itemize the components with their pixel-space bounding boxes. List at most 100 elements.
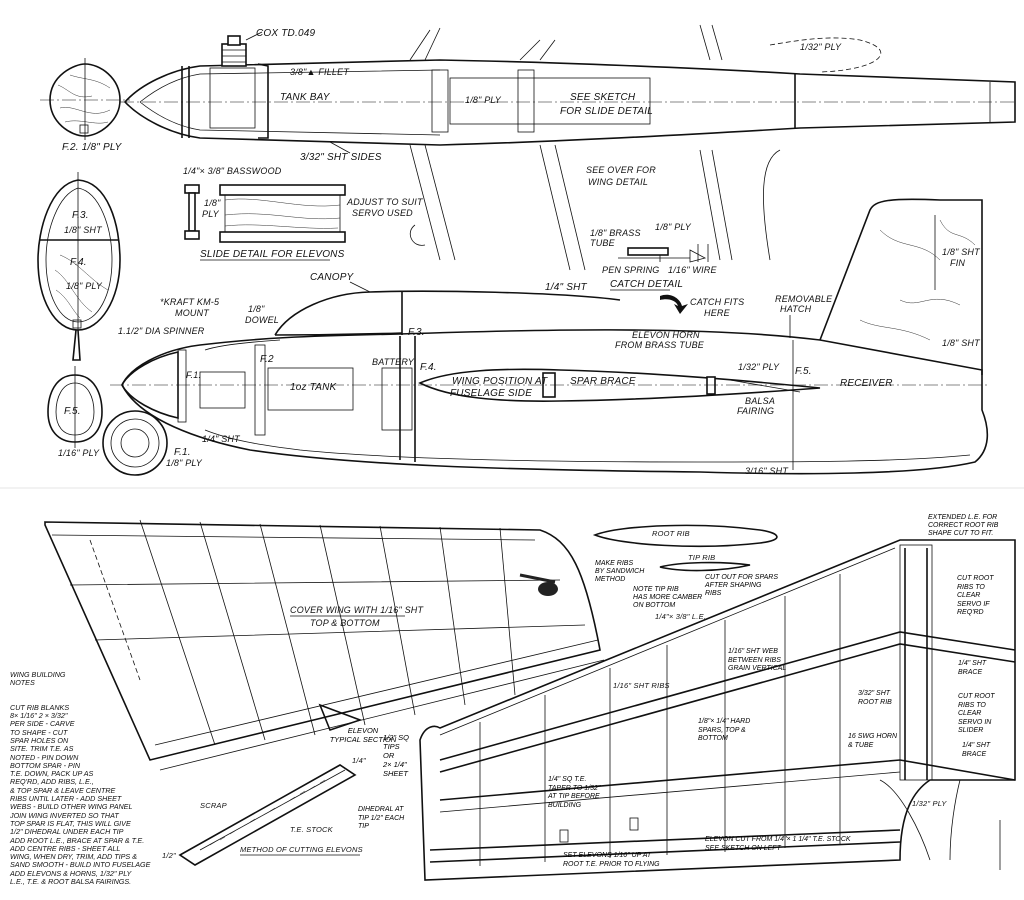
slide-detail-title: SLIDE DETAIL FOR ELEVONS (200, 249, 345, 260)
f4-label: F.4. (70, 257, 87, 268)
f4-ply: 1/8" PLY (66, 281, 103, 291)
f3-inside: F.3. (408, 327, 425, 338)
catch-ply: 1/8" PLY (655, 222, 692, 232)
hard-spars-label: 1/8"× 1/4" HARD SPARS, TOP & BOTTOM (698, 718, 751, 742)
fillet-label: 3/8"▲ FILLET (290, 67, 350, 77)
catch-fits-a: CATCH FITS (690, 297, 744, 307)
cover-wing-b: TOP & BOTTOM (310, 618, 380, 628)
ply-label-top: 1/32" PLY (800, 42, 842, 52)
see-sketch-label: SEE SKETCH (570, 92, 636, 103)
catch-detail-title: CATCH DETAIL (610, 279, 683, 290)
sht-sides-label: 3/32" SHT SIDES (300, 152, 382, 163)
sht-14-top: 1/4" SHT (545, 282, 588, 293)
catch-detail: 1/8" BRASS TUBE 1/8" PLY PEN SPRING 1/16… (590, 222, 744, 318)
te-sq-label: 1/4" SQ T.E. TAPER TO 1/32" AT TIP BEFOR… (548, 776, 601, 809)
f4-inside: F.4. (420, 362, 437, 373)
basswood-label: 1/4"× 3/8" BASSWOOD (183, 166, 282, 176)
f5-label: F.5. (64, 406, 81, 417)
balsa-a: BALSA (745, 396, 775, 406)
dowel-a: 1/8" (248, 304, 265, 314)
slide-detail: 1/4"× 3/8" BASSWOOD 1/8" PLY ADJUST TO S… (183, 165, 656, 261)
adjust-a: ADJUST TO SUIT (346, 197, 424, 207)
former-f5: F.5. 1/16" PLY (47, 366, 103, 458)
notes-heading: WING BUILDING NOTES (10, 669, 66, 687)
rib-profiles: ROOT RIB TIP RIB MAKE RIBS BY SANDWICH M… (592, 524, 778, 621)
notes-block: WING BUILDING NOTES CUT RIB BLANKS 8× 1/… (10, 654, 185, 900)
former-f2: F.2. 1/8" PLY (40, 58, 130, 153)
horn-tube-label: 16 SWG HORN & TUBE (848, 733, 898, 749)
make-ribs-label: MAKE RIBS BY SANDWICH METHOD (595, 560, 645, 583)
ply-132-root-label: 1/32" PLY (912, 799, 947, 808)
half-in-label: 1/2" (162, 851, 176, 860)
battery-label: BATTERY (372, 357, 415, 367)
dowel-b: DOWEL (245, 315, 279, 325)
tank-bay-label: TANK BAY (280, 92, 331, 103)
extended-le-label: EXTENDED L.E. FOR CORRECT ROOT RIB SHAPE… (928, 514, 999, 537)
elevon-method: ELEVON TYPICAL SECTION 1/2" SQ TIPS OR 2… (162, 703, 410, 866)
wing-right-panel: EXTENDED L.E. FOR CORRECT ROOT RIB SHAPE… (358, 514, 1016, 881)
slide-ply-a: 1/8" (204, 198, 221, 208)
root-rib-label: ROOT RIB (652, 529, 690, 538)
spinner-label: 1.1/2" DIA SPINNER (118, 326, 205, 336)
f3-label: F.3. (72, 210, 89, 221)
fuselage-side-view: CANOPY 1/4" SHT *KRAFT KM-5 MOUNT 1/8" D… (110, 198, 990, 476)
removable-b: HATCH (780, 304, 812, 314)
dihedral-label: DIHEDRAL AT TIP 1/2" EACH TIP (358, 806, 405, 830)
pen-spring: PEN SPRING (602, 265, 660, 275)
sht-18-right: 1/8" SHT (942, 338, 981, 348)
f1-ply: 1/8" PLY (166, 458, 203, 468)
wire-label: 1/16" WIRE (668, 265, 718, 275)
catch-fits-b: HERE (704, 308, 731, 318)
wing-pos-a: WING POSITION AT (452, 376, 548, 387)
sht-14-bot: 1/4" SHT (202, 434, 241, 444)
cut-out-label: CUT OUT FOR SPARS AFTER SHAPING RIBS (705, 574, 778, 597)
f5-ply: 1/16" PLY (58, 448, 100, 458)
wing-building-notes: WING BUILDING NOTES CUT RIB BLANKS 8× 1/… (10, 670, 150, 886)
slide-ply-b: PLY (202, 209, 220, 219)
note-tip-label: NOTE TIP RIB HAS MORE CAMBER ON BOTTOM (633, 586, 703, 609)
fin-b: FIN (950, 258, 965, 268)
ply-132-mid: 1/32" PLY (738, 362, 780, 372)
sht-brace-b-label: 1/4" SHT BRACE (962, 742, 991, 758)
scrap-label: SCRAP (200, 801, 227, 810)
f1-label: F.1. (174, 447, 191, 458)
spar-brace: SPAR BRACE (570, 376, 636, 387)
notes-body: CUT RIB BLANKS 8× 1/16" 2 × 3/32" PER SI… (10, 702, 151, 887)
f2-inside: F.2 (260, 354, 274, 365)
f5-inside: F.5. (795, 366, 812, 377)
sht-ribs-label: 1/16" SHT RIBS (613, 681, 670, 690)
cut-root-b-label: CUT ROOT RIBS TO CLEAR SERVO IN SLIDER (958, 693, 995, 734)
adjust-b: SERVO USED (352, 208, 413, 218)
tips-label: 1/2" SQ TIPS OR 2× 1/4" SHEET (383, 733, 410, 778)
horn-icon (538, 582, 558, 596)
tank-label: 1oz TANK (290, 382, 338, 393)
method-label: METHOD OF CUTTING ELEVONS (240, 845, 363, 854)
sht-316: 3/16" SHT (745, 466, 789, 476)
tip-rib-label: TIP RIB (688, 553, 715, 562)
receiver-label: RECEIVER (840, 378, 893, 389)
brass-a: 1/8" BRASS (590, 228, 641, 238)
cut-root-a-label: CUT ROOT RIBS TO CLEAR SERVO IF REQ'RD (957, 575, 994, 616)
wing-pos-b: FUSELAGE SIDE (450, 388, 532, 399)
quarter-label: 1/4" (352, 756, 366, 765)
kraft-b: MOUNT (175, 308, 210, 318)
former-f3-f4: F.3. 1/8" SHT F.4. 1/8" PLY (37, 172, 121, 361)
elevon-cut-label: ELEVON CUT FROM 1/4"× 1 1/4" T.E. STOCK … (705, 836, 851, 852)
engine-label: COX TD.049 (256, 28, 315, 39)
elevon-horn-a: ELEVON HORN (632, 330, 700, 340)
canopy-label: CANOPY (310, 272, 355, 283)
removable-a: REMOVABLE (775, 294, 833, 304)
f1-inside: F.1. (186, 370, 201, 380)
fuselage-top-view: COX TD.049 3/8"▲ FILLET TANK BAY 1/32" P… (120, 24, 1016, 271)
balsa-b: FAIRING (737, 406, 774, 416)
kraft-a: *KRAFT KM-5 (160, 297, 220, 307)
ply-18-wing-label: 1/8" PLY (465, 95, 502, 105)
elevon-section-label: ELEVON TYPICAL SECTION (329, 726, 397, 744)
set-elevons-label: SET ELEVONS 1/16" UP AT ROOT T.E. PRIOR … (563, 852, 660, 868)
sht-root-label: 3/32" SHT ROOT RIB (858, 690, 892, 706)
f3-sht: 1/8" SHT (64, 225, 103, 235)
cover-wing-a: COVER WING WITH 1/16" SHT (290, 605, 425, 615)
brass-b: TUBE (590, 238, 616, 248)
